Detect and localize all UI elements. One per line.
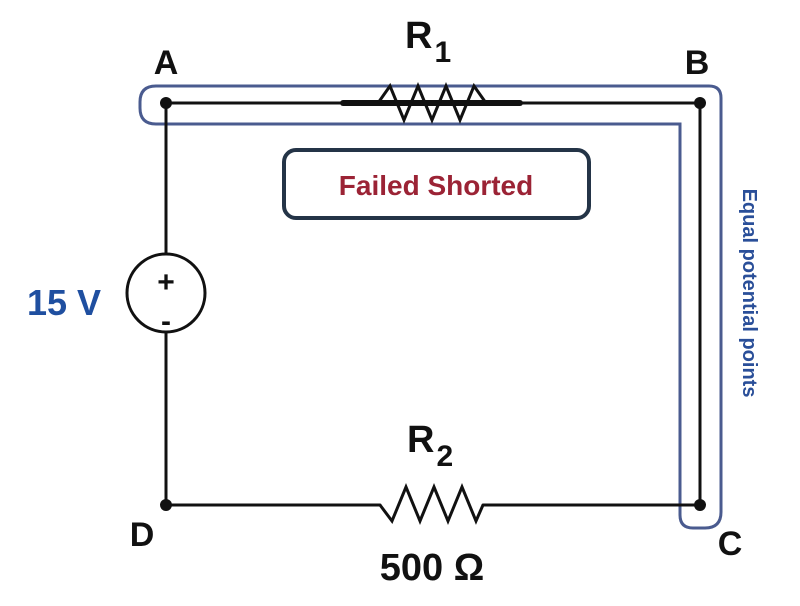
node-label-b: B — [685, 44, 710, 82]
node-label-c: C — [718, 525, 743, 563]
r1-letter: R — [405, 15, 432, 57]
r2-letter: R — [407, 419, 434, 461]
equal-potential-outline — [138, 84, 723, 530]
node-b-dot — [694, 97, 706, 109]
fault-callout: Failed Shorted — [282, 148, 591, 220]
r2-value-label: 500 Ω — [380, 547, 484, 589]
fault-label: Failed Shorted — [339, 170, 533, 201]
r2-subscript: 2 — [436, 440, 453, 473]
fault-box — [282, 148, 591, 220]
r1-subscript: 1 — [434, 36, 451, 69]
r2-label: R2 — [407, 419, 453, 473]
node-dots — [160, 97, 706, 511]
wires — [164, 101, 702, 507]
node-label-d: D — [130, 516, 155, 554]
resistor-r2 — [378, 483, 485, 525]
node-a-dot — [160, 97, 172, 109]
node-d-dot — [160, 499, 172, 511]
r1-label: R1 — [405, 15, 451, 69]
resistor-r1 — [340, 82, 523, 124]
node-c-dot — [694, 499, 706, 511]
source-plus-sign: + — [157, 266, 175, 299]
r2-zigzag — [378, 483, 485, 525]
node-label-a: A — [154, 44, 179, 82]
equal-potential-label: Equal potential points — [738, 189, 760, 398]
source-voltage-label: 15 V — [27, 282, 101, 323]
r1-zigzag — [376, 82, 488, 124]
voltage-source: + - — [125, 252, 207, 338]
source-minus-sign: - — [161, 305, 171, 338]
source-circle — [125, 252, 207, 334]
